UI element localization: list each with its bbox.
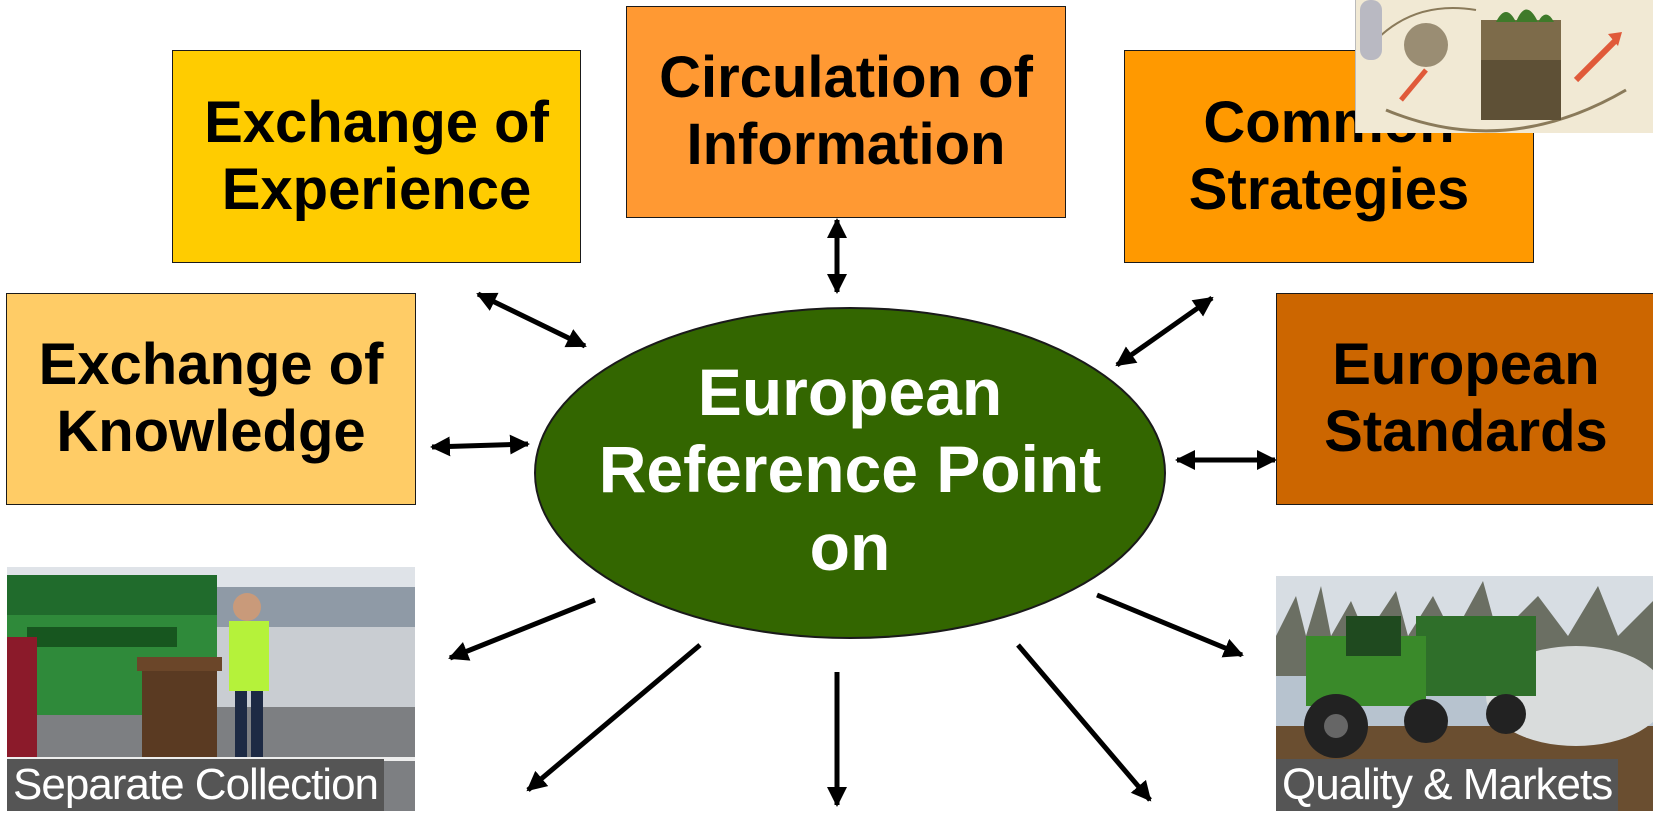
box-exchange-of-experience-line1: Exchange of xyxy=(204,89,549,155)
arrow-bottom-right xyxy=(1016,643,1152,802)
box-common-strategies-line2: Strategies xyxy=(1188,156,1470,222)
compost-cycle-drawing xyxy=(1356,0,1653,133)
box-exchange-of-knowledge-line1: Exchange of xyxy=(38,332,384,398)
box-exchange-of-experience: Exchange of Experience xyxy=(172,50,581,263)
arrow-exchange-experience xyxy=(476,291,587,349)
box-circulation-of-information-line1: Circulation of xyxy=(659,45,1033,111)
center-label-line3: on xyxy=(809,509,891,584)
box-european-standards-line1: European xyxy=(1332,332,1600,398)
center-label-line1: European xyxy=(697,355,1003,430)
box-european-standards: European Standards xyxy=(1276,293,1653,505)
center-label: European Reference Point on xyxy=(540,330,1160,610)
separate-collection-photo: Separate Collection xyxy=(7,567,415,811)
arrow-bottom-left xyxy=(526,643,702,792)
box-circulation-of-information: Circulation of Information xyxy=(626,6,1066,218)
box-exchange-of-experience-line2: Experience xyxy=(221,156,532,222)
box-exchange-of-knowledge-line2: Knowledge xyxy=(56,399,366,464)
quality-markets-photo: Quality & Markets xyxy=(1276,576,1653,811)
center-ellipse xyxy=(534,307,1166,639)
arrow-separate-collection xyxy=(448,597,596,661)
box-common-strategies: Common Strategies xyxy=(1124,50,1534,263)
arrow-quality-markets xyxy=(1096,592,1244,658)
box-circulation-of-information-line2: Information xyxy=(686,112,1006,177)
box-european-standards-line2: Standards xyxy=(1324,399,1608,464)
arrow-common-strategies xyxy=(1115,295,1214,368)
center-label-line2: Reference Point xyxy=(598,432,1102,507)
separate-collection-caption: Separate Collection xyxy=(7,759,385,811)
quality-markets-caption: Quality & Markets xyxy=(1276,759,1619,811)
box-exchange-of-knowledge: Exchange of Knowledge xyxy=(6,293,416,505)
arrow-exchange-knowledge xyxy=(430,434,530,457)
compost-cycle-illustration xyxy=(1355,0,1653,133)
